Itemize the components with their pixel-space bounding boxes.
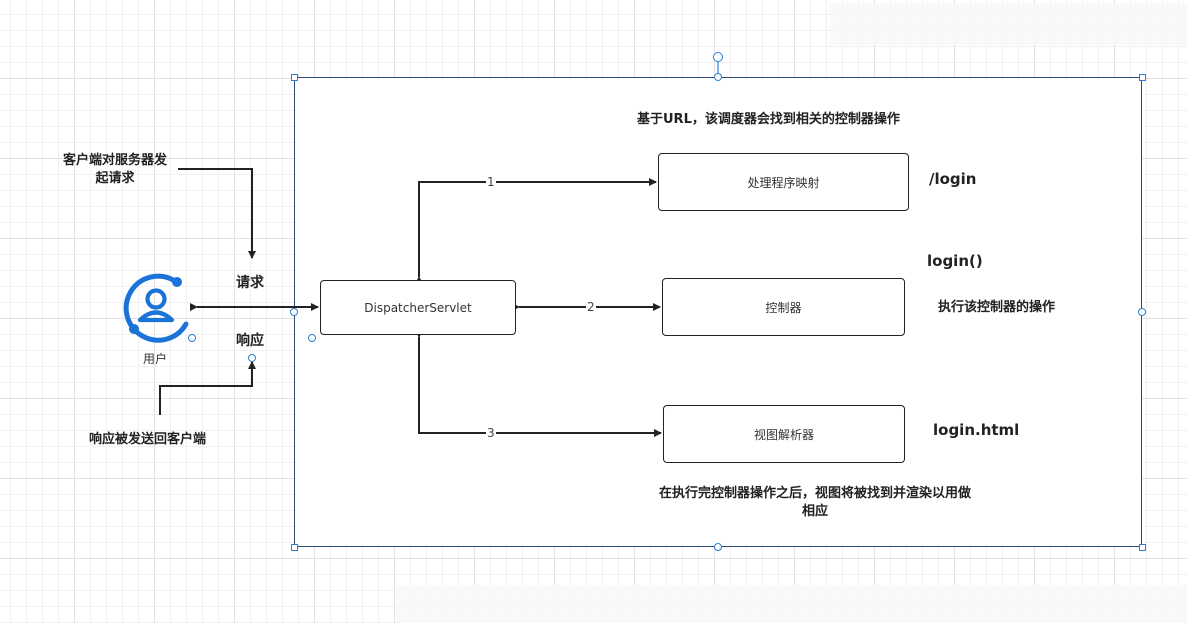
controller-note: 执行该控制器的操作 [938,300,1056,315]
bottom-note: 在执行完控制器操作之后，视图将被找到并渲染以用做 相应 [630,485,1000,521]
rotate-handle[interactable] [713,52,723,62]
response-sent-note: 响应被发送回客户端 [89,432,207,447]
connection-point-user[interactable] [188,334,196,342]
bottom-note-line1: 在执行完控制器操作之后，视图将被找到并渲染以用做 [658,486,971,501]
connection-point-bottom[interactable] [714,543,722,551]
client-request-arrow[interactable] [178,168,256,259]
controller-node[interactable]: 控制器 [662,278,905,336]
edge-1-label: 1 [486,175,496,189]
client-request-note: 客户端对服务器发 起请求 [50,152,180,188]
login-path-label: /login [929,170,977,188]
login-method-label: login() [927,252,983,270]
response-label: 响应 [236,333,264,349]
response-sent-arrow[interactable] [159,361,256,415]
resize-handle-bottom-left[interactable] [291,544,298,551]
handler-mapping-node[interactable]: 处理程序映射 [658,153,909,211]
client-request-note-line1: 客户端对服务器发 [62,153,167,168]
user-label: 用户 [143,352,168,366]
background-panel-bottom [396,585,1187,623]
connection-point-right[interactable] [1138,308,1146,316]
view-resolver-node[interactable]: 视图解析器 [663,405,905,463]
edge-3-connector[interactable] [415,330,662,437]
handler-mapping-label: 处理程序映射 [747,175,820,190]
user-icon[interactable] [118,268,194,344]
controller-label: 控制器 [765,300,802,315]
resize-handle-top-right[interactable] [1139,74,1146,81]
top-note: 基于URL，该调度器会找到相关的控制器操作 [637,112,900,127]
dispatcher-servlet-label: DispatcherServlet [364,300,472,315]
view-resolver-label: 视图解析器 [753,427,814,442]
background-panel-top [830,3,1187,45]
edge-3-label: 3 [486,426,496,440]
login-html-label: login.html [933,421,1020,439]
resize-handle-top-left[interactable] [291,74,298,81]
request-label: 请求 [236,275,264,291]
connection-point-frame-inner[interactable] [308,334,316,342]
bottom-note-line2: 相应 [801,504,828,519]
edge-1-connector[interactable] [415,178,657,284]
client-request-note-line2: 起请求 [95,171,135,186]
dispatcher-servlet-node[interactable]: DispatcherServlet [320,280,516,335]
edge-2-label: 2 [586,300,596,314]
resize-handle-bottom-right[interactable] [1139,544,1146,551]
